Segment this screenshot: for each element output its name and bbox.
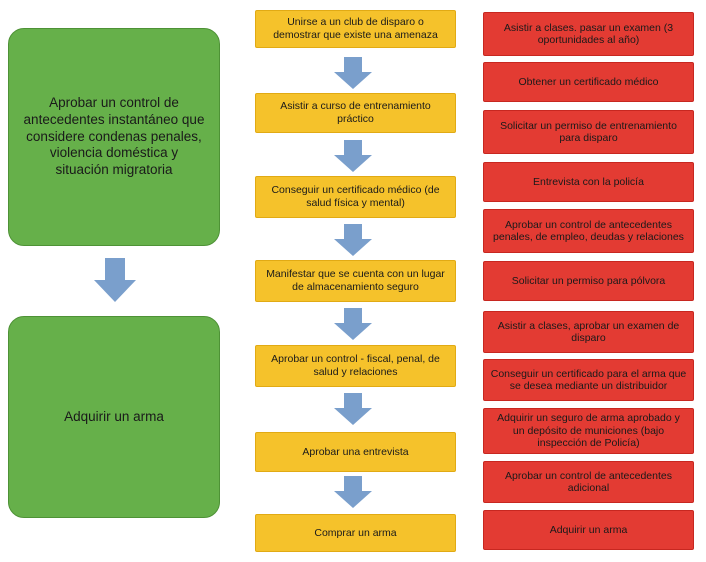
right-step-7-text: Asistir a clases, aprobar un examen de d… [497,319,680,344]
arrow-down-icon [334,140,372,172]
middle-step-3: Conseguir un certificado médico (de salu… [255,176,456,218]
right-step-3-text: Solicitar un permiso de entrenamiento pa… [500,119,677,144]
middle-step-3-text: Conseguir un certificado médico (de salu… [271,184,440,209]
right-step-9: Adquirir un seguro de arma aprobado y un… [483,408,694,454]
middle-step-2: Asistir a curso de entrenamiento práctic… [255,93,456,133]
left-step-1: Aprobar un control de antecedentes insta… [8,28,220,246]
middle-arrow-3 [334,224,372,256]
right-step-1: Asistir a clases. pasar un examen (3 opo… [483,12,694,56]
right-step-4: Entrevista con la policía [483,162,694,202]
right-step-8: Conseguir un certificado para el arma qu… [483,359,694,401]
left-step-2: Adquirir un arma [8,316,220,518]
middle-arrow-6 [334,476,372,508]
arrow-down-icon [334,476,372,508]
right-step-11-text: Adquirir un arma [549,523,628,536]
middle-step-1-text: Unirse a un club de disparo o demostrar … [273,16,438,41]
right-step-6-text: Solicitar un permiso para pólvora [511,274,666,287]
middle-step-1: Unirse a un club de disparo o demostrar … [255,10,456,48]
right-step-7: Asistir a clases, aprobar un examen de d… [483,311,694,353]
right-step-9-text: Adquirir un seguro de arma aprobado y un… [497,412,680,450]
right-step-10-text: Aprobar un control de antecedentes adici… [505,469,672,494]
right-step-1-text: Asistir a clases. pasar un examen (3 opo… [503,21,674,46]
right-step-2: Obtener un certificado médico [483,62,694,102]
arrow-down-icon [94,258,136,302]
right-step-10: Aprobar un control de antecedentes adici… [483,461,694,503]
middle-arrow-2 [334,140,372,172]
middle-step-6: Aprobar una entrevista [255,432,456,472]
right-step-5-text: Aprobar un control de antecedentes penal… [493,218,684,243]
right-step-4-text: Entrevista con la policía [533,175,644,188]
middle-step-2-text: Asistir a curso de entrenamiento práctic… [280,100,431,125]
right-step-3: Solicitar un permiso de entrenamiento pa… [483,110,694,154]
arrow-down-icon [334,57,372,89]
middle-step-6-text: Aprobar una entrevista [302,445,409,458]
right-step-6: Solicitar un permiso para pólvora [483,261,694,301]
left-arrow-1 [94,258,136,302]
middle-arrow-5 [334,393,372,425]
right-step-11: Adquirir un arma [483,510,694,550]
middle-step-4: Manifestar que se cuenta con un lugar de… [255,260,456,302]
middle-step-5: Aprobar un control - fiscal, penal, de s… [255,345,456,387]
middle-step-7: Comprar un arma [255,514,456,552]
middle-arrow-1 [334,57,372,89]
arrow-down-icon [334,308,372,340]
right-step-8-text: Conseguir un certificado para el arma qu… [490,367,687,392]
arrow-down-icon [334,224,372,256]
middle-step-5-text: Aprobar un control - fiscal, penal, de s… [271,353,440,378]
middle-step-7-text: Comprar un arma [314,526,397,539]
arrow-down-icon [334,393,372,425]
left-step-2-text: Adquirir un arma [64,408,164,424]
left-step-1-text: Aprobar un control de antecedentes insta… [23,94,205,178]
right-step-5: Aprobar un control de antecedentes penal… [483,209,694,253]
middle-step-4-text: Manifestar que se cuenta con un lugar de… [266,268,445,293]
right-step-2-text: Obtener un certificado médico [518,75,659,88]
middle-arrow-4 [334,308,372,340]
